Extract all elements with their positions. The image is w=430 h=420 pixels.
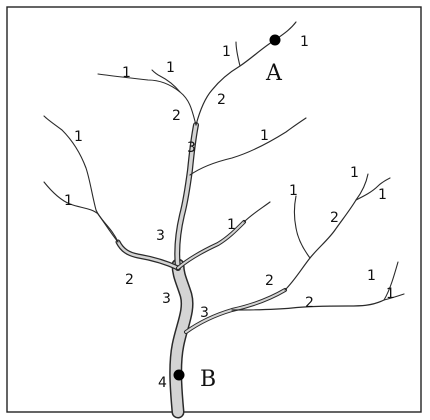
stream-right-2 xyxy=(284,199,357,291)
stream-bottom-2 xyxy=(231,299,385,311)
stream-a-side xyxy=(235,41,241,67)
order-label: 2 xyxy=(305,295,314,311)
order-label: 1 xyxy=(74,129,83,145)
left-mid-fill xyxy=(116,240,180,270)
order-label: 3 xyxy=(187,140,196,156)
order-label: 1 xyxy=(367,268,376,284)
order-label: 2 xyxy=(330,210,339,226)
order-label: 1 xyxy=(300,34,309,50)
point-b-marker xyxy=(173,369,185,381)
order-label: 4 xyxy=(158,375,167,391)
order-label: 2 xyxy=(265,273,274,289)
order-label: 1 xyxy=(64,193,73,209)
main-channel xyxy=(169,122,199,419)
order-label: 1 xyxy=(386,286,395,302)
stream-left-lower xyxy=(43,181,119,243)
stream-bottom-1b xyxy=(383,293,405,301)
point-b-label: B xyxy=(200,367,216,392)
stream-right-1b xyxy=(355,173,369,201)
order-label: 2 xyxy=(125,272,134,288)
stream-right-1a xyxy=(293,195,311,259)
order-label: 3 xyxy=(200,305,209,321)
stream-left-top-b xyxy=(151,69,181,93)
order-label: 1 xyxy=(222,44,231,60)
stream-mid-head xyxy=(243,201,271,223)
point-a-label: A xyxy=(265,61,283,86)
stream-right-1c xyxy=(355,177,391,201)
trunk-fill xyxy=(170,260,192,417)
stream-right-upper xyxy=(189,117,307,176)
stream-bottom-1a xyxy=(383,261,399,301)
order-label: 1 xyxy=(260,128,269,144)
order-label: 1 xyxy=(378,187,387,203)
order-label: 3 xyxy=(162,291,171,307)
stream-left-top xyxy=(97,73,197,126)
order-label: 1 xyxy=(289,183,298,199)
point-a-marker xyxy=(269,34,281,46)
order-label: 1 xyxy=(122,65,131,81)
order-label: 1 xyxy=(350,165,359,181)
order-label: 2 xyxy=(217,92,226,108)
upper-trunk-fill xyxy=(175,123,198,270)
order-label: 1 xyxy=(166,60,175,76)
diagram-frame xyxy=(6,6,422,413)
left-branches xyxy=(43,115,181,271)
order-label: 3 xyxy=(156,228,165,244)
mid-branch-fill xyxy=(177,221,245,269)
stream-to-a xyxy=(195,39,276,126)
order-label: 2 xyxy=(172,108,181,124)
order-label: 1 xyxy=(227,217,236,233)
right-network xyxy=(184,173,405,334)
